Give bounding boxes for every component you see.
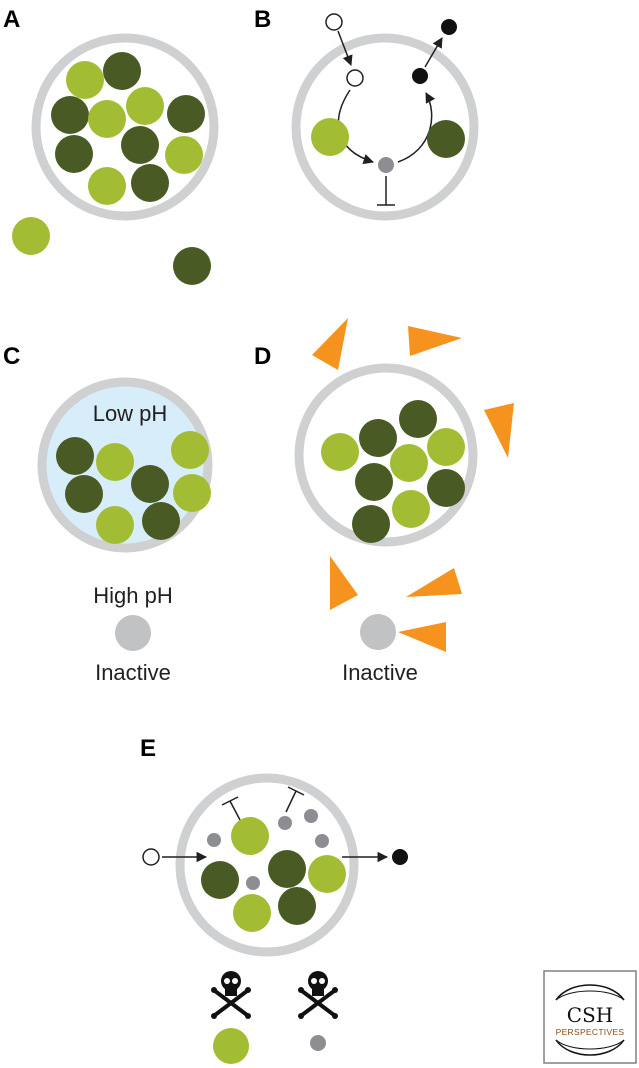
dark-green-granule	[268, 850, 306, 888]
low-ph-label: Low pH	[93, 401, 168, 426]
gray-molecule	[304, 809, 318, 823]
dark-green-granule	[167, 95, 205, 133]
light-green-granule	[308, 855, 346, 893]
dark-green-granule	[427, 120, 465, 158]
substrate-outside	[142, 848, 160, 866]
dark-green-granule	[55, 135, 93, 173]
light-green-granule	[66, 61, 104, 99]
toxic-gray-molecule	[310, 1035, 326, 1051]
inactive-label: Inactive	[342, 660, 418, 685]
dark-green-granule	[51, 96, 89, 134]
csh-perspectives-logo: CSH PERSPECTIVES	[543, 970, 637, 1064]
light-green-granule	[427, 428, 465, 466]
light-green-granule	[321, 433, 359, 471]
dna-strand-icon	[555, 990, 625, 1001]
dark-green-granule	[65, 475, 103, 513]
export-arrow	[424, 37, 443, 68]
cell-membrane	[291, 33, 479, 221]
orange-wedge	[312, 318, 348, 370]
inhibition-line	[285, 790, 297, 813]
skull-crossbones-icon	[298, 971, 338, 1019]
logo-frame	[543, 970, 637, 1064]
released-dark-green-granule	[173, 247, 211, 285]
light-green-granule	[392, 490, 430, 528]
panel-c-letter: C	[3, 343, 20, 370]
high-ph-label: High pH	[93, 583, 172, 608]
inhibition-line	[229, 800, 241, 821]
released-light-green-granule	[12, 217, 50, 255]
inactive-molecule	[360, 614, 396, 650]
light-green-granule	[173, 474, 211, 512]
dark-green-granule	[201, 861, 239, 899]
light-green-granule	[311, 118, 349, 156]
light-green-granule	[171, 431, 209, 469]
panel-d-letter: D	[254, 343, 271, 370]
import-arrow	[337, 30, 353, 66]
logo-title: CSH	[567, 1003, 613, 1027]
dna-strand-icon	[555, 1039, 625, 1056]
inhibition-bar	[221, 796, 239, 806]
dark-green-granule	[352, 505, 390, 543]
light-green-granule	[126, 87, 164, 125]
panel-a-letter: A	[3, 6, 20, 33]
gray-molecule	[207, 833, 221, 847]
dark-green-granule	[131, 164, 169, 202]
inactive-molecule	[115, 615, 151, 651]
dark-green-granule	[142, 502, 180, 540]
panel-b: B	[254, 6, 479, 221]
toxic-light-green-granule	[213, 1028, 249, 1064]
panel-e: E	[140, 735, 408, 1064]
orange-wedge	[398, 622, 446, 652]
light-green-granule	[233, 894, 271, 932]
dark-green-granule	[56, 437, 94, 475]
dark-green-granule	[355, 463, 393, 501]
light-green-granule	[96, 443, 134, 481]
light-green-granule	[88, 100, 126, 138]
light-green-granule	[231, 817, 269, 855]
product-inside	[412, 68, 428, 84]
gray-molecule	[278, 816, 292, 830]
product-outside	[441, 19, 457, 35]
product-outside	[392, 849, 408, 865]
panel-b-letter: B	[254, 6, 271, 33]
light-green-granule	[165, 136, 203, 174]
orange-wedge	[408, 326, 462, 356]
inactive-label: Inactive	[95, 660, 171, 685]
panel-d: D Inactive	[254, 318, 514, 685]
gray-molecule	[246, 876, 260, 890]
substrate-inside	[346, 69, 364, 87]
light-green-granule	[96, 506, 134, 544]
inhibition-bar	[287, 786, 305, 796]
gray-intermediate	[378, 157, 394, 173]
dark-green-granule	[278, 887, 316, 925]
dark-green-granule	[359, 419, 397, 457]
dark-green-granule	[399, 400, 437, 438]
panel-c: C Low pH High pH Inactive	[3, 343, 213, 685]
light-green-granule	[88, 167, 126, 205]
dark-green-granule	[103, 52, 141, 90]
dark-green-granule	[121, 126, 159, 164]
logo-subtitle: PERSPECTIVES	[556, 1027, 625, 1037]
dna-strand-icon	[555, 984, 625, 1001]
orange-wedge	[330, 556, 358, 610]
orange-wedge	[406, 568, 462, 597]
dna-strand-icon	[555, 1039, 625, 1050]
dark-green-granule	[427, 469, 465, 507]
panel-a: A	[3, 6, 219, 285]
panel-e-letter: E	[140, 735, 156, 762]
dark-green-granule	[131, 465, 169, 503]
substrate-outside	[325, 13, 343, 31]
gray-molecule	[315, 834, 329, 848]
light-green-granule	[390, 444, 428, 482]
skull-crossbones-icon	[211, 971, 251, 1019]
orange-wedge	[484, 403, 514, 458]
